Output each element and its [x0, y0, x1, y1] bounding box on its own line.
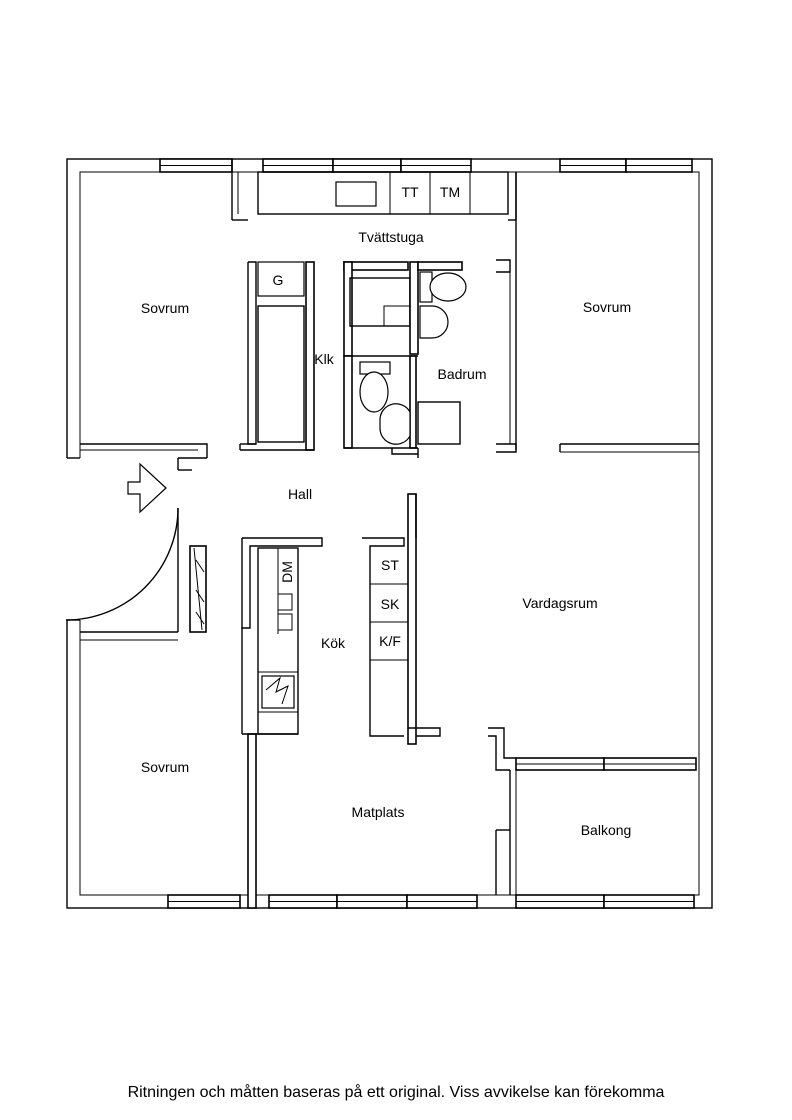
room-label-kok: Kök	[321, 635, 346, 651]
fixture-label-tt: TT	[401, 184, 419, 200]
room-label-balkong: Balkong	[581, 822, 632, 838]
room-label-sovrum-sw: Sovrum	[141, 759, 189, 775]
laundry-counter	[257, 171, 517, 221]
room-label-vardagsrum: Vardagsrum	[522, 595, 597, 611]
windows-balcony	[515, 757, 697, 771]
toilet-icon	[359, 361, 391, 413]
windows-bottom	[167, 894, 695, 909]
sink-drain-icon	[265, 676, 289, 705]
floor-plan: Tvättstuga Sovrum Sovrum Sovrum Klk Badr…	[65, 158, 713, 909]
kitchen-counter-right	[362, 493, 441, 745]
entrance	[65, 457, 179, 632]
room-label-badrum: Badrum	[437, 366, 486, 382]
laundry-sink-icon	[335, 181, 377, 207]
walls-vardagsrum	[488, 727, 700, 895]
kitchen-sink-icon	[261, 675, 295, 709]
room-label-tvattstuga: Tvättstuga	[358, 229, 424, 245]
sink-icon	[419, 305, 449, 339]
kitchen-counter-left	[241, 537, 323, 735]
entrance-arrow-icon	[127, 462, 167, 514]
walls-sovrum-ne	[496, 172, 699, 453]
room-label-sovrum-nw: Sovrum	[141, 300, 189, 316]
disclaimer-text: Ritningen och måtten baseras på ett orig…	[127, 1084, 665, 1101]
walls-klk	[239, 261, 315, 451]
fixture-label-dm: DM	[279, 561, 295, 583]
room-label-klk: Klk	[314, 351, 334, 367]
toilet-icon	[419, 271, 467, 303]
room-label-matplats: Matplats	[352, 804, 405, 820]
room-label-sovrum-ne: Sovrum	[583, 299, 631, 315]
walls-sovrum-nw	[80, 159, 248, 471]
sink-icon	[379, 403, 411, 445]
fixture-label-sk: SK	[381, 596, 400, 612]
windows-top	[159, 158, 693, 173]
room-label-hall: Hall	[288, 486, 312, 502]
fixture-label-st: ST	[381, 557, 399, 573]
fixture-label-tm: TM	[440, 184, 460, 200]
walls-bathroom	[343, 261, 467, 458]
fixture-label-g: G	[273, 272, 284, 288]
walls-sovrum-sw	[80, 545, 298, 909]
fixture-label-kf: K/F	[379, 633, 401, 649]
outer-wall	[66, 158, 713, 909]
